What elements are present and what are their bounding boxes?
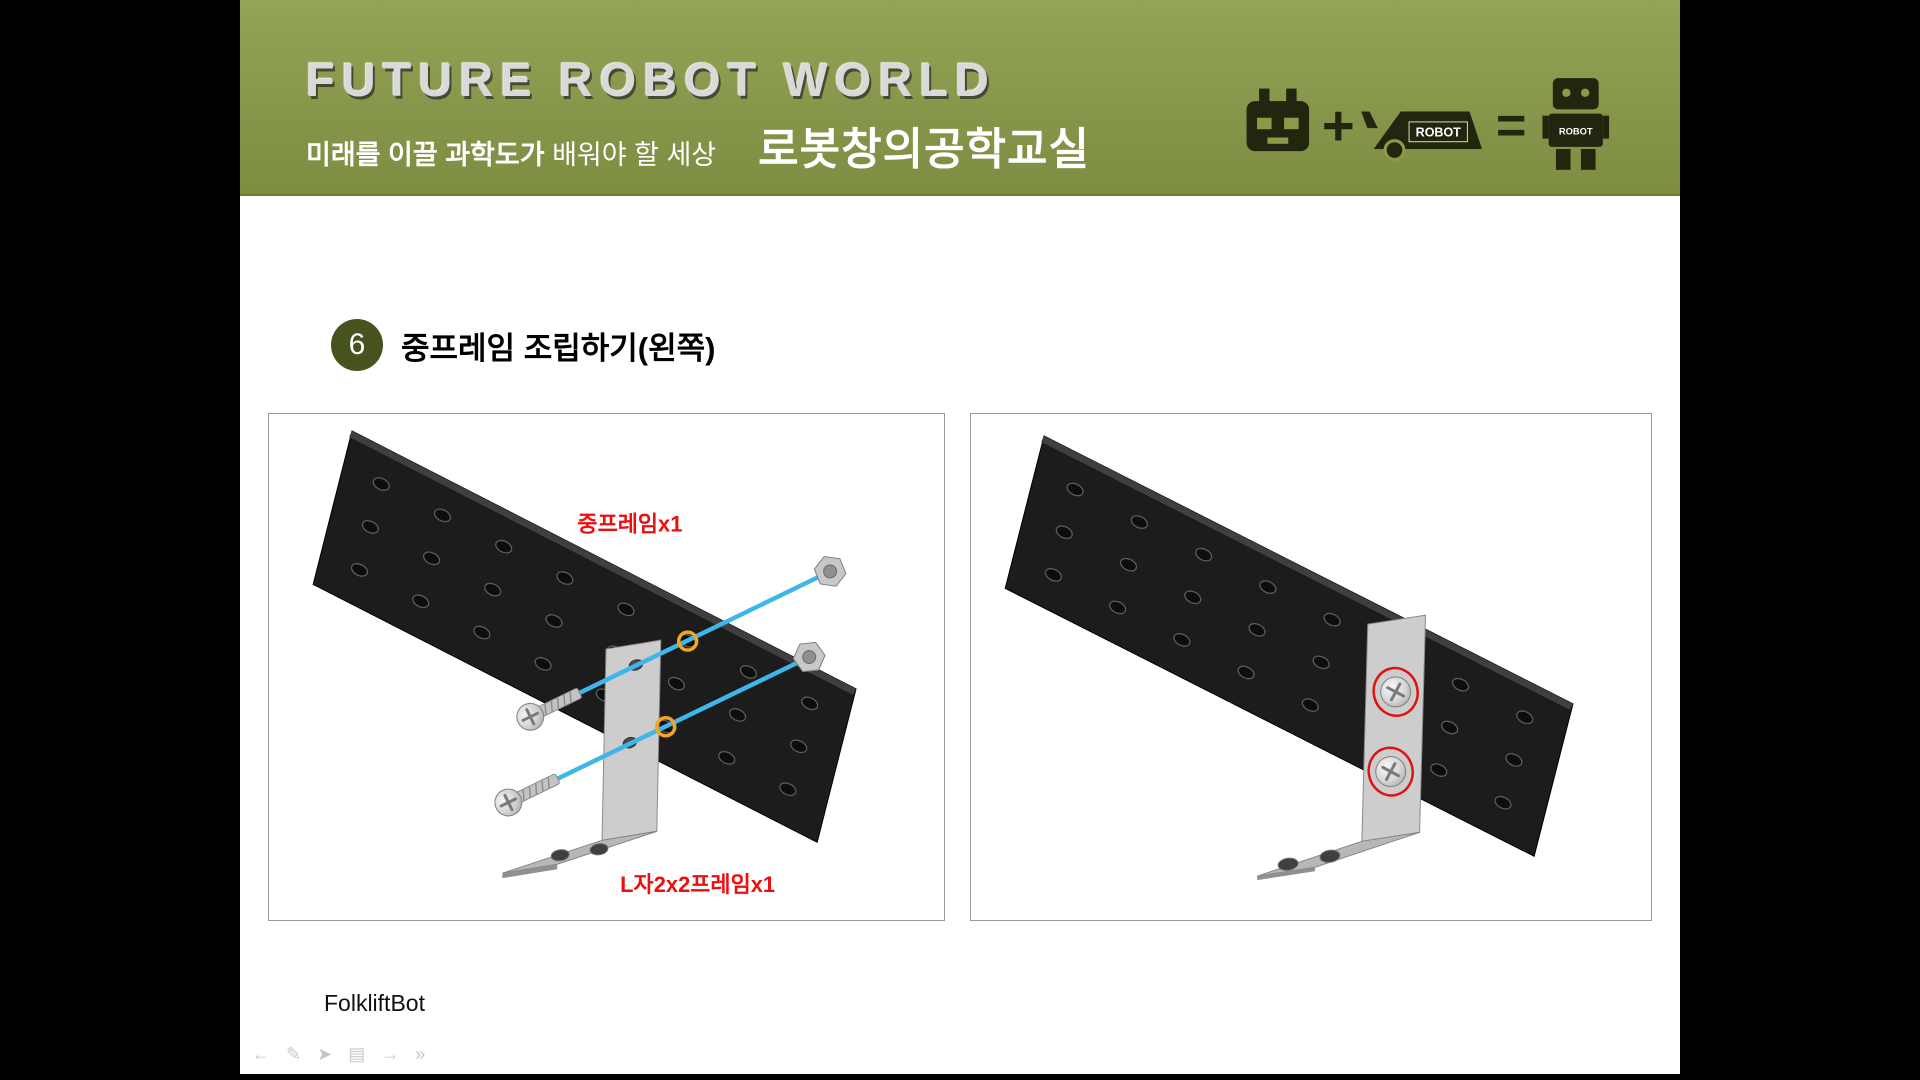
vehicle-robot-label: ROBOT	[1416, 126, 1462, 140]
hex-nut	[792, 641, 826, 673]
robot-vehicle-icon: ROBOT	[1361, 111, 1482, 161]
pointer-icon[interactable]: ➤	[317, 1044, 333, 1064]
screw	[494, 773, 560, 817]
footer-project-name: FolkliftBot	[324, 990, 425, 1016]
callout-circle	[1372, 666, 1419, 717]
mid-frame-plate	[1004, 435, 1574, 857]
logo-title: FUTURE ROBOT WORLD	[306, 53, 996, 106]
program-name: 로봇창의공학교실	[758, 125, 1090, 174]
highlight-ring	[676, 630, 699, 652]
robot-head-icon	[1246, 88, 1310, 152]
banner-tagline: 미래를 이끌 과학도가 배워야 할 세상	[306, 140, 717, 170]
next-slide-icon[interactable]: →	[381, 1044, 400, 1064]
banner-text: FUTURE ROBOT WORLD 미래를 이끌 과학도가 배워야 할 세상 …	[306, 52, 1090, 177]
see-all-slides-icon[interactable]: ▤	[348, 1044, 366, 1064]
callout-circle	[1367, 746, 1414, 797]
slide: FUTURE ROBOT WORLD 미래를 이끌 과학도가 배워야 할 세상 …	[240, 0, 1680, 1074]
previous-slide-icon[interactable]: ←	[252, 1044, 270, 1064]
assembled-view-panel	[970, 413, 1652, 921]
page-title: 중프레임 조립하기(왼쪽)	[401, 330, 716, 366]
step-number-badge: 6	[331, 319, 383, 371]
robot-body-icon: ROBOT	[1542, 78, 1610, 170]
screw-head	[1375, 756, 1407, 788]
step-title-row: 6 중프레임 조립하기(왼쪽)	[331, 319, 715, 371]
frame-label: 중프레임x1	[577, 512, 682, 537]
equals-sign: =	[1496, 97, 1526, 155]
body-robot-label: ROBOT	[1559, 126, 1593, 136]
mid-frame-plate	[312, 430, 857, 844]
header-banner: FUTURE ROBOT WORLD 미래를 이끌 과학도가 배워야 할 세상 …	[240, 0, 1680, 196]
screw	[516, 688, 582, 731]
highlight-ring	[655, 716, 677, 738]
exploded-view-panel: 중프레임x1 L자2x2프레임x1	[268, 413, 945, 921]
plus-sign: +	[1322, 94, 1355, 157]
hex-nut	[813, 556, 847, 587]
banner-robot-equation: + ROBOT = ROBOT	[1246, 78, 1610, 170]
screw-head	[1380, 676, 1412, 708]
slideshow-controls: ← ✎ ➤ ▤ → »	[252, 1044, 425, 1065]
pen-icon[interactable]: ✎	[286, 1044, 302, 1064]
forward-icon[interactable]: »	[415, 1044, 426, 1064]
bracket-label: L자2x2프레임x1	[620, 872, 775, 897]
